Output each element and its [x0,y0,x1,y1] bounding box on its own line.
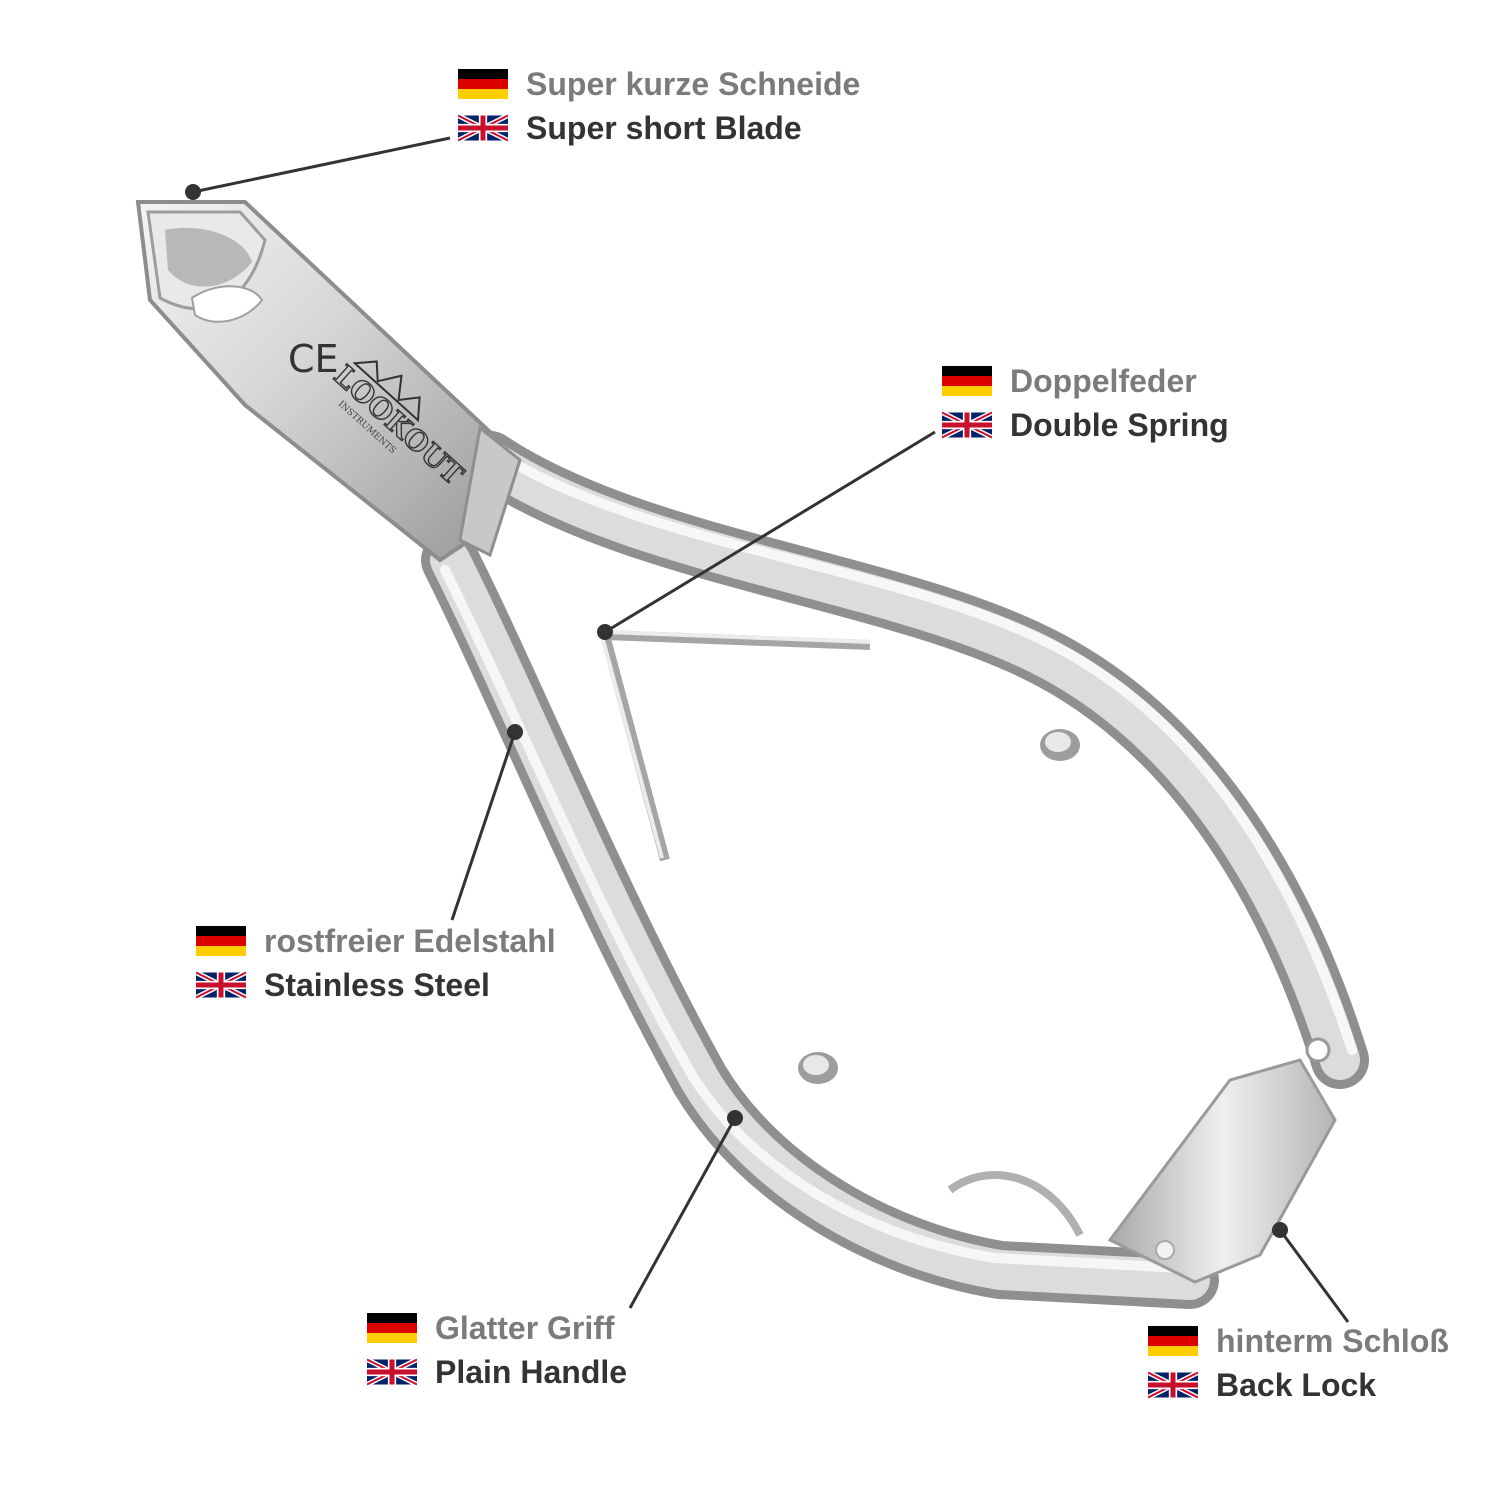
leader-dots [185,184,1288,1238]
callout-steel-en: Stainless Steel [196,963,556,1007]
callout-blade-en: Super short Blade [458,106,860,150]
callout-steel-de: rostfreier Edelstahl [196,919,556,963]
callout-lock-de: hinterm Schloß [1148,1319,1449,1363]
spring-rivet-upper [1040,729,1080,761]
callout-spring-de: Doppelfeder [942,359,1229,403]
leader-dot-spring [597,624,613,640]
callout-handle-de: Glatter Griff [367,1306,627,1350]
steel-label-en: Stainless Steel [264,966,490,1003]
leader-line-lock [1278,1229,1350,1323]
uk-flag-icon [458,113,508,143]
handle-label-en: Plain Handle [435,1353,628,1390]
callout-steel: rostfreier Edelstahl Stainless Steel [196,919,556,1007]
leader-line-blade [192,136,451,194]
german-flag-icon [458,69,508,99]
leader-dot-handle [727,1110,743,1126]
lower-handle [421,531,1219,1309]
german-flag-icon [367,1313,417,1343]
uk-flag-icon [196,970,246,1000]
blade-label-de: Super kurze Schneide [526,65,861,102]
callout-spring: Doppelfeder Double Spring [942,359,1229,447]
german-flag-icon [942,366,992,396]
uk-flag-icon [1148,1370,1198,1400]
ce-mark: CE [288,337,339,381]
leader-line-steel [450,731,517,921]
leader-dot-blade [185,184,201,200]
handle-label-de: Glatter Griff [435,1309,615,1346]
uk-flag-icon [367,1357,417,1387]
blade-label-en: Super short Blade [526,109,802,146]
lock-label-de: hinterm Schloß [1216,1322,1449,1359]
lower-spring-coil [947,1171,1084,1237]
lock-label-en: Back Lock [1216,1366,1377,1403]
steel-label-de: rostfreier Edelstahl [264,922,556,959]
callout-spring-en: Double Spring [942,403,1229,447]
callout-blade: Super kurze Schneide Super short Blade [458,62,860,150]
crown-icon [352,360,421,423]
spring-rivet-lower [798,1052,838,1084]
double-spring [600,630,871,862]
callout-handle: Glatter Griff Plain Handle [367,1306,627,1394]
cutting-head [135,200,522,563]
leader-line-spring [604,430,936,634]
callout-lock: hinterm Schloß Back Lock [1148,1319,1449,1407]
leader-dot-steel [507,724,523,740]
upper-handle [461,431,1369,1089]
callout-blade-de: Super kurze Schneide [458,62,860,106]
uk-flag-icon [942,410,992,440]
german-flag-icon [196,926,246,956]
leader-line-handle [628,1117,737,1309]
spring-label-en: Double Spring [1010,406,1229,443]
leader-lines [192,136,1350,1323]
spring-label-de: Doppelfeder [1010,362,1197,399]
callout-handle-en: Plain Handle [367,1350,627,1394]
german-flag-icon [1148,1326,1198,1356]
callout-lock-en: Back Lock [1148,1363,1449,1407]
leader-dot-lock [1272,1222,1288,1238]
back-lock [1107,1037,1337,1284]
